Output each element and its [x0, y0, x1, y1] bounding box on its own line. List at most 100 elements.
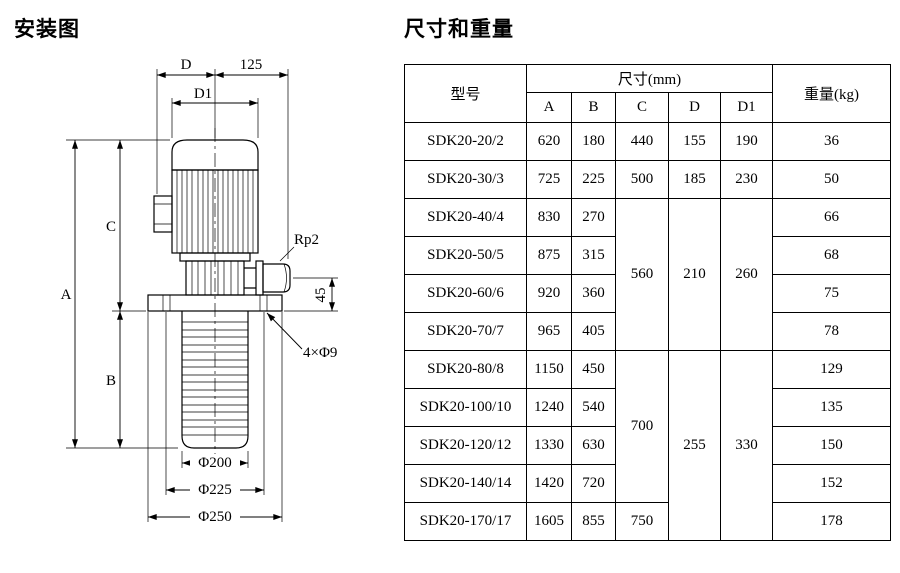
- motor: [153, 139, 259, 262]
- cell-dim-b: 720: [571, 464, 616, 503]
- cell-model: SDK20-140/14: [404, 464, 527, 503]
- cell-dim-a: 1420: [526, 464, 572, 503]
- dim-label-125: 125: [240, 57, 263, 73]
- cell-weight: 150: [772, 426, 891, 465]
- cell-weight: 36: [772, 122, 891, 161]
- col-header-d1: D1: [720, 92, 773, 123]
- table-header-row-1: 型号 尺寸(mm) 重量(kg): [404, 64, 891, 123]
- cell-weight: 68: [772, 236, 891, 275]
- cell-weight: 135: [772, 388, 891, 427]
- flange-plate: [147, 294, 283, 312]
- phi200-label-bg: [190, 454, 240, 470]
- cell-dim-b: 360: [571, 274, 616, 313]
- cell-weight: 152: [772, 464, 891, 503]
- dim-label-d: D: [181, 57, 192, 73]
- pump-installation-drawing: D 125 D1 A C B Rp2 45: [61, 57, 338, 525]
- barrel-stage-lines: [182, 321, 248, 436]
- dimension-d-and-125: D 125: [156, 57, 289, 259]
- bolt-holes-label: 4×Φ9: [303, 345, 337, 361]
- cell-model: SDK20-40/4: [404, 198, 527, 237]
- phi225-extension-lines: [165, 312, 265, 495]
- cell-dim-b: 405: [571, 312, 616, 351]
- cell-dim-a: 1330: [526, 426, 572, 465]
- cell-dim-d: 155: [668, 122, 721, 161]
- outlet-neck: [244, 267, 256, 289]
- cell-model: SDK20-60/6: [404, 274, 527, 313]
- terminal-box-lines: [154, 203, 172, 225]
- outlet-flange: [255, 260, 264, 296]
- cell-weight: 129: [772, 350, 891, 389]
- cell-dim-a: 965: [526, 312, 572, 351]
- cell-dim-b: 315: [571, 236, 616, 275]
- dim-label-a: A: [61, 287, 72, 303]
- cell-model: SDK20-170/17: [404, 502, 527, 541]
- bolt-holes-leader: [266, 312, 303, 350]
- dimensions-weight-table: 型号 尺寸(mm) 重量(kg) A B C D D1 SDK20-20/2 6…: [404, 64, 891, 541]
- cell-model: SDK20-50/5: [404, 236, 527, 275]
- table-row: SDK20-140/14 1420 720 152: [404, 464, 891, 503]
- cell-dim-b: 180: [571, 122, 616, 161]
- table-row: SDK20-50/5 875 315 68: [404, 236, 891, 275]
- cell-model: SDK20-100/10: [404, 388, 527, 427]
- dimension-b: B: [106, 311, 123, 448]
- lantern-ribs: [191, 261, 239, 295]
- phi200-extension-lines: [181, 451, 249, 468]
- cell-model: SDK20-30/3: [404, 160, 527, 199]
- dim-label-c: C: [106, 219, 116, 235]
- cell-weight: 75: [772, 274, 891, 313]
- phi250-extension-lines: [147, 312, 283, 522]
- cell-weight: 178: [772, 502, 891, 541]
- cell-dim-a: 725: [526, 160, 572, 199]
- col-header-size-group: 尺寸(mm): [526, 64, 773, 93]
- table-row: SDK20-40/4 830 270 560 210 260 66: [404, 198, 891, 351]
- flange-bolt-holes: [162, 295, 268, 311]
- a-extension-lines: [66, 139, 178, 449]
- dimensions-weight-title: 尺寸和重量: [404, 18, 514, 41]
- cell-dim-d-merged: 255: [668, 350, 721, 541]
- cell-dim-d1-merged: 260: [720, 198, 773, 351]
- d1-extension-lines: [171, 98, 259, 138]
- cell-model: SDK20-70/7: [404, 312, 527, 351]
- dimension-c: C: [106, 140, 146, 312]
- col-header-weight: 重量(kg): [772, 64, 891, 123]
- installation-diagram-title: 安装图: [14, 18, 80, 41]
- cell-dim-a: 620: [526, 122, 572, 161]
- cell-weight: 50: [772, 160, 891, 199]
- cell-model: SDK20-120/12: [404, 426, 527, 465]
- cell-dim-d1-merged: 330: [720, 350, 773, 541]
- cell-dim-b: 225: [571, 160, 616, 199]
- cell-dim-b: 630: [571, 426, 616, 465]
- dimension-phi225: Φ225: [165, 312, 265, 498]
- motor-cooling-fins: [176, 170, 254, 253]
- dim45-extension-lines: [284, 277, 338, 312]
- barrel-outline: [181, 311, 249, 449]
- col-header-c: C: [615, 92, 669, 123]
- phi250-label-bg: [190, 508, 240, 524]
- col-header-d: D: [668, 92, 721, 123]
- rp2-callout: Rp2: [279, 232, 319, 262]
- cell-dim-d-merged: 210: [668, 198, 721, 351]
- cell-dim-a: 920: [526, 274, 572, 313]
- table-row: SDK20-70/7 965 405 78: [404, 312, 891, 351]
- outlet-body: [262, 263, 291, 293]
- cell-dim-a: 875: [526, 236, 572, 275]
- table-row: SDK20-20/2 620 180 440 155 190 36: [404, 122, 891, 161]
- cell-dim-b: 450: [571, 350, 616, 389]
- cell-weight: 66: [772, 198, 891, 237]
- outlet-port: [244, 260, 291, 296]
- outlet-end-arc: [283, 263, 287, 293]
- cell-model: SDK20-80/8: [404, 350, 527, 389]
- pump-barrel: [181, 311, 249, 449]
- table-row: SDK20-80/8 1150 450 700 255 330 129: [404, 350, 891, 541]
- table-row: SDK20-170/17 1605 855 750 178: [404, 502, 891, 541]
- cell-dim-d1: 230: [720, 160, 773, 199]
- col-header-a: A: [526, 92, 572, 123]
- dim-label-phi225: Φ225: [198, 482, 231, 498]
- motor-top-cap: [171, 139, 259, 171]
- table-header-row-2: A B C D D1: [405, 92, 891, 123]
- cell-dim-c: 500: [615, 160, 669, 199]
- cell-dim-c-merged: 700: [615, 350, 669, 503]
- table-row: SDK20-30/3 725 225 500 185 230 50: [404, 160, 891, 199]
- mounting-flange: [147, 294, 283, 312]
